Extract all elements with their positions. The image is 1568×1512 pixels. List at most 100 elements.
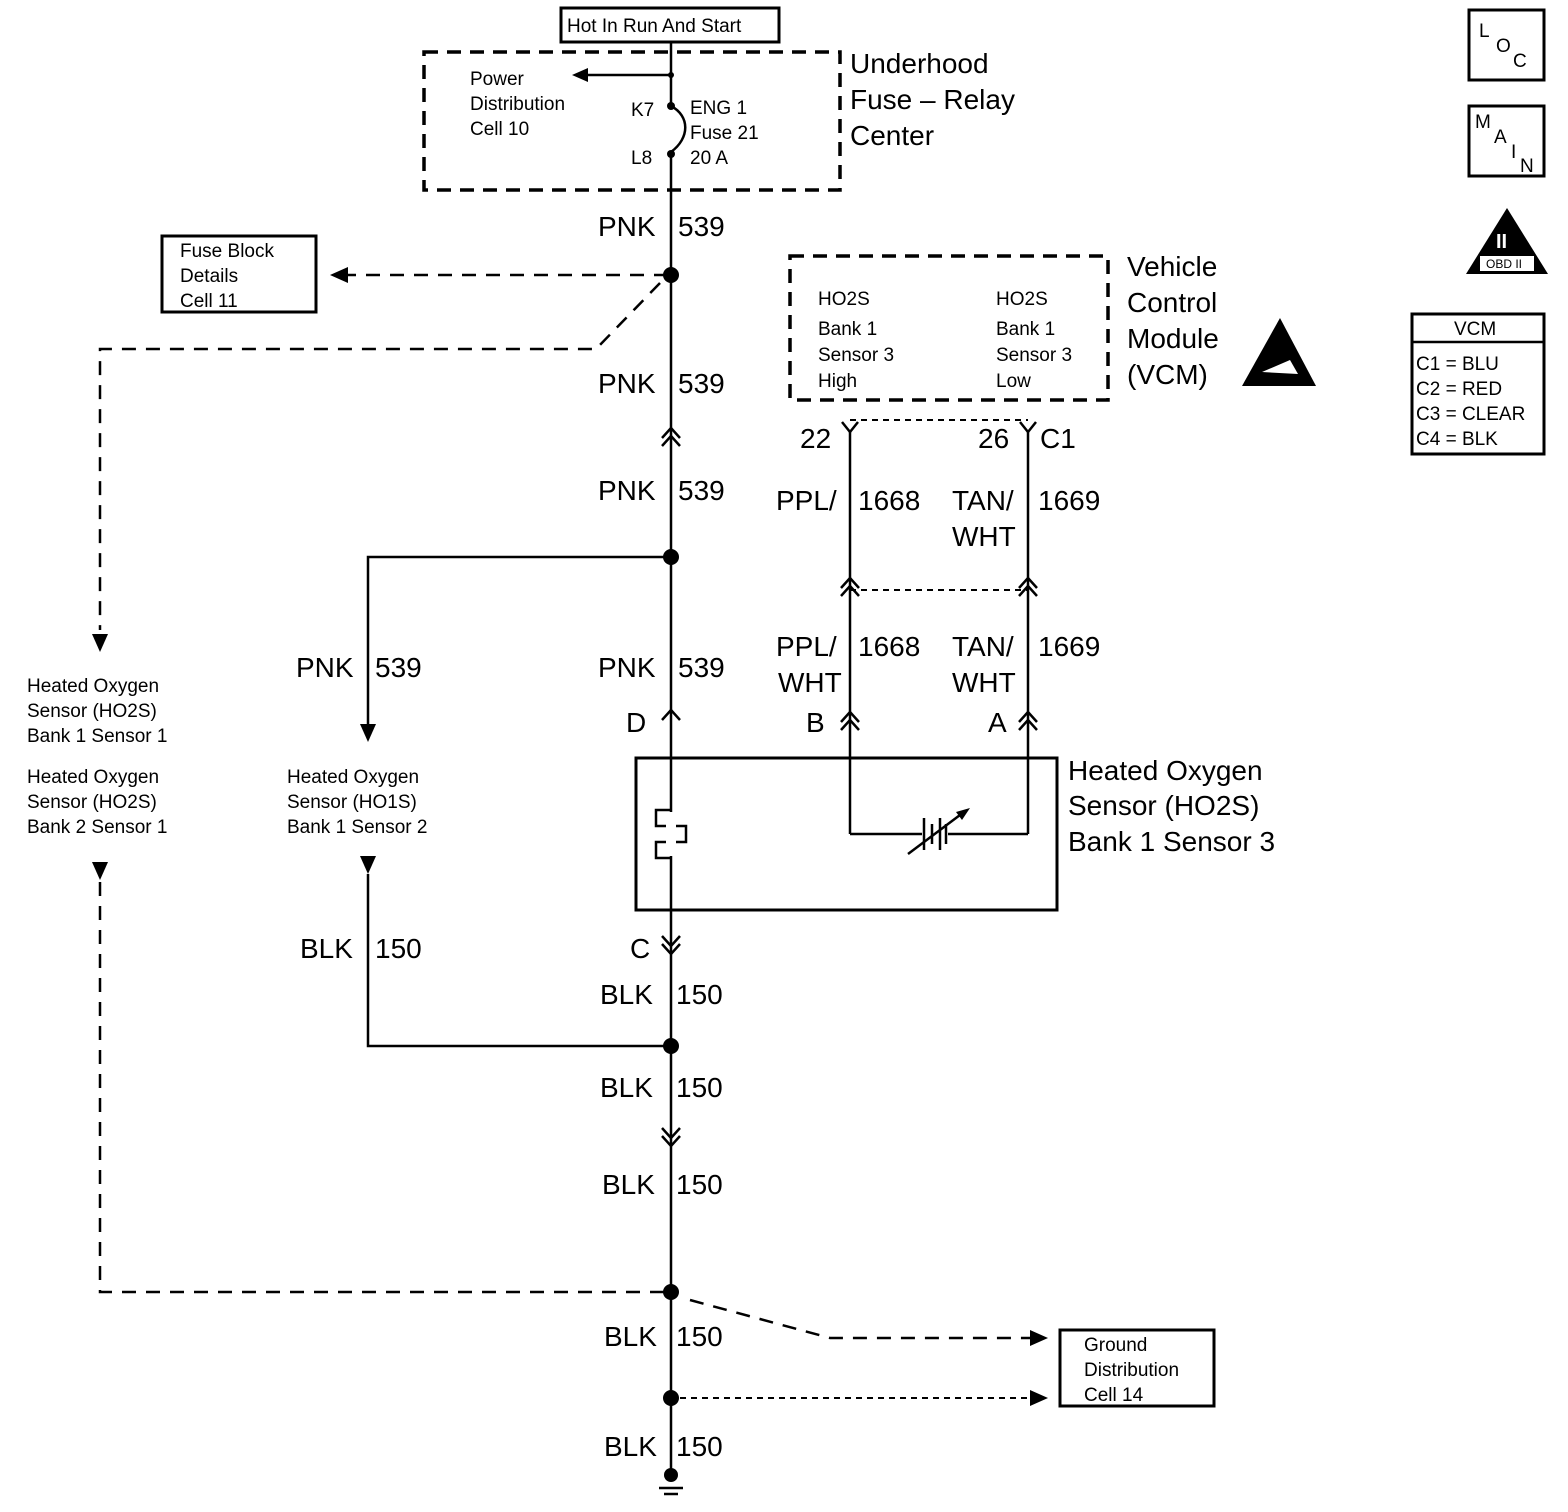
esd-hand-symbol xyxy=(1262,360,1298,374)
vcm-name-line2: Control xyxy=(1127,287,1217,318)
vcm-name-line4: (VCM) xyxy=(1127,359,1208,390)
vcm-low-line1: HO2S xyxy=(996,289,1048,310)
main-icon[interactable] xyxy=(1467,104,1546,178)
b2s1-ground-arrow-icon xyxy=(92,862,108,880)
pnk-label-3: PNK xyxy=(598,475,656,506)
pin-b-label: B xyxy=(806,707,825,738)
splice-blk-2 xyxy=(663,1284,679,1300)
blk-label-4: BLK xyxy=(604,1321,657,1352)
main-letter-a: A xyxy=(1494,127,1507,148)
pin-d-label: D xyxy=(626,707,646,738)
main-letter-n: N xyxy=(1520,156,1534,177)
ground-dist-arrow-1-icon xyxy=(1030,1330,1048,1346)
loc-letter-o: O xyxy=(1496,36,1511,57)
vcm-pin-26: 26 xyxy=(978,423,1009,454)
obd-ii-label: OBD II xyxy=(1486,257,1522,271)
main-letter-m: M xyxy=(1475,112,1491,133)
ppl-label-2a: PPL/ xyxy=(776,631,837,662)
vcm-low-line4: Low xyxy=(996,371,1031,392)
pin-b-chevron-icon xyxy=(840,710,860,731)
blk-circuit-4: 150 xyxy=(676,1321,723,1352)
b1s2-line1: Heated Oxygen xyxy=(287,767,419,788)
pnk-circuit-b1s2: 539 xyxy=(375,652,422,683)
ho2s-b1s3-name-line1: Heated Oxygen xyxy=(1068,755,1263,786)
b1s1-line1: Heated Oxygen xyxy=(27,676,159,697)
pnk-label-b1s2: PNK xyxy=(296,652,354,683)
b1s1-line2: Sensor (HO2S) xyxy=(27,701,157,722)
pin-d-chevron-icon xyxy=(661,708,681,721)
power-distribution-line1: Power xyxy=(470,69,525,90)
ho2s-b1s3-name-line2: Sensor (HO2S) xyxy=(1068,790,1259,821)
fuse-block-arrow-icon xyxy=(330,267,348,283)
hot-in-run-start-label: Hot In Run And Start xyxy=(567,16,742,37)
pnk-circuit-3: 539 xyxy=(678,475,725,506)
vcm-legend-title: VCM xyxy=(1454,319,1496,340)
power-distribution-line3: Cell 10 xyxy=(470,119,529,140)
fuse-pin-l8: L8 xyxy=(631,148,652,169)
blk-label-5: BLK xyxy=(604,1431,657,1462)
power-distribution-arrow-icon xyxy=(572,68,588,82)
fuse-center-name-line3: Center xyxy=(850,120,934,151)
splice-blk-1 xyxy=(663,1038,679,1054)
ppl-circuit-1: 1668 xyxy=(858,485,920,516)
ground-dist-line1: Ground xyxy=(1084,1335,1147,1356)
pin-a-chevron-icon xyxy=(1018,710,1038,731)
b1s2-line3: Bank 1 Sensor 2 xyxy=(287,817,427,838)
vcm-box xyxy=(788,254,1110,402)
fuse-label-line1: ENG 1 xyxy=(690,98,747,119)
pnk-label-1: PNK xyxy=(598,211,656,242)
vcm-connector-c1: C1 xyxy=(1040,423,1076,454)
loc-letter-l: L xyxy=(1479,21,1490,42)
tan-label-2b: WHT xyxy=(952,667,1016,698)
pin-c-label: C xyxy=(630,933,650,964)
vcm-high-line3: Sensor 3 xyxy=(818,345,894,366)
vcm-legend-row-2: C2 = RED xyxy=(1416,379,1502,400)
b1s1-line3: Bank 1 Sensor 1 xyxy=(27,726,167,747)
fuse-label-line3: 20 A xyxy=(690,148,728,169)
b1s2-pnk-arrow-icon xyxy=(360,724,376,742)
tan-label-2a: TAN/ xyxy=(952,631,1014,662)
vcm-low-line2: Bank 1 xyxy=(996,319,1055,340)
vcm-low-line3: Sensor 3 xyxy=(996,345,1072,366)
obd-ii-label-bg xyxy=(1480,256,1534,271)
loc-icon[interactable] xyxy=(1467,8,1546,82)
vcm-name-line1: Vehicle xyxy=(1127,251,1217,282)
vcm-high-line1: HO2S xyxy=(818,289,870,310)
ppl-label-1: PPL/ xyxy=(776,485,837,516)
b2s1-line1: Heated Oxygen xyxy=(27,767,159,788)
pnk-label-2: PNK xyxy=(598,368,656,399)
ground-dist-dashed-lead-1 xyxy=(689,1298,1030,1340)
blk-label-b1s2: BLK xyxy=(300,933,353,964)
heater-element-icon xyxy=(654,808,688,860)
vcm-high-line4: High xyxy=(818,371,857,392)
b1s2-blk-branch xyxy=(366,874,671,1048)
b2s1-line3: Bank 2 Sensor 1 xyxy=(27,817,167,838)
blk-label-3: BLK xyxy=(602,1169,655,1200)
ppl-circuit-2: 1668 xyxy=(858,631,920,662)
b1s1-arrow-icon xyxy=(92,634,108,652)
tan-connector-chevron-icon xyxy=(1018,576,1038,597)
tan-circuit-1: 1669 xyxy=(1038,485,1100,516)
blk-circuit-b1s2: 150 xyxy=(375,933,422,964)
ho2s-b1s3-name-line3: Bank 1 Sensor 3 xyxy=(1068,826,1275,857)
fuse-21-icon xyxy=(670,104,687,154)
vcm-legend-row-3: C3 = CLEAR xyxy=(1416,404,1525,425)
vcm-pin-22: 22 xyxy=(800,423,831,454)
pin-a-label: A xyxy=(988,707,1007,738)
pnk-circuit-4: 539 xyxy=(678,652,725,683)
b2s1-line2: Sensor (HO2S) xyxy=(27,792,157,813)
ground-dist-line2: Distribution xyxy=(1084,1360,1179,1381)
blk-circuit-2: 150 xyxy=(676,1072,723,1103)
tan-label-1a: TAN/ xyxy=(952,485,1014,516)
vcm-name-line3: Module xyxy=(1127,323,1219,354)
ground-dist-line3: Cell 14 xyxy=(1084,1385,1144,1406)
vcm-high-line2: Bank 1 xyxy=(818,319,877,340)
heater-gap xyxy=(666,812,676,856)
b1s2-line2: Sensor (HO1S) xyxy=(287,792,417,813)
vcm-legend-row-4: C4 = BLK xyxy=(1416,429,1498,450)
b1s2-ground-arrow-icon xyxy=(360,856,376,874)
tan-circuit-2: 1669 xyxy=(1038,631,1100,662)
variable-arrow-shaft xyxy=(907,811,965,855)
pnk-circuit-1: 539 xyxy=(678,211,725,242)
splice-blk-3 xyxy=(663,1390,679,1406)
